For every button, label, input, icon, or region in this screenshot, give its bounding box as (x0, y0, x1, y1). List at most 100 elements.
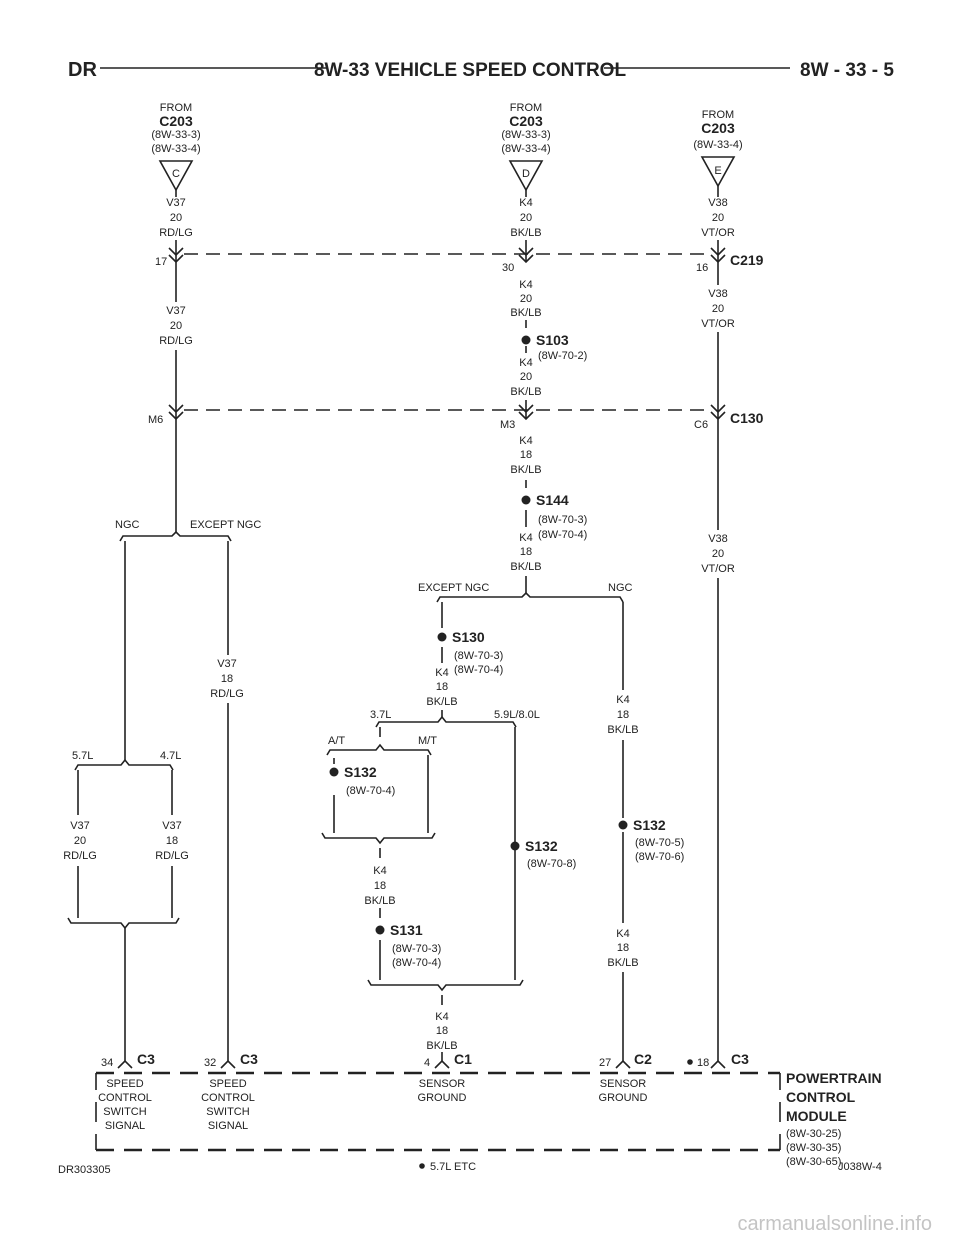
wire-code: K4 (519, 357, 532, 369)
branch-right-ngc: EXCEPT NGC NGC (418, 582, 633, 1062)
splice-dot (375, 925, 385, 935)
wire-color: RD/LG (159, 227, 193, 239)
branch-label: 5.9L/8.0L (494, 709, 540, 721)
wire-gauge: 18 (520, 449, 532, 461)
splice-dot (329, 767, 339, 777)
pin-function: SENSOR (419, 1078, 466, 1090)
wire-color: RD/LG (63, 850, 97, 862)
branch-label: 5.7L (72, 750, 93, 762)
pin-function: CONTROL (201, 1092, 255, 1104)
from-label: FROM (702, 109, 734, 121)
page-number: 8W - 33 - 5 (800, 60, 894, 81)
wire-gauge: 18 (617, 942, 629, 954)
connector-triangle (700, 156, 736, 188)
pin-label: C6 (694, 419, 708, 431)
splice-name: S131 (390, 922, 423, 938)
from-c203-e: FROM C203 (8W-33-4) E (693, 109, 743, 188)
wire-gauge: 20 (74, 835, 86, 847)
splice-ref: (8W-70-3) (392, 943, 441, 955)
wire-color: BK/LB (426, 1040, 457, 1052)
wire-code: V38 (708, 288, 728, 300)
splice-s131: S131 (8W-70-3) (8W-70-4) (375, 922, 441, 969)
wire-code: K4 (435, 667, 448, 679)
etc-dot (419, 1163, 425, 1169)
branch-label: NGC (608, 582, 633, 594)
wire-gauge: 20 (712, 548, 724, 560)
pcm-connector-pins: 34 C3 32 C3 4 C1 27 C2 18 C3 (101, 1051, 749, 1069)
splice-ref: (8W-70-4) (538, 529, 587, 541)
pin-connector: C2 (634, 1051, 652, 1067)
splice-name: S144 (536, 492, 569, 508)
wire-code: K4 (373, 865, 386, 877)
ref-2: (8W-33-4) (501, 143, 550, 155)
wire-code: V37 (166, 197, 186, 209)
branch-label: 3.7L (370, 709, 391, 721)
wire-color: BK/LB (607, 957, 638, 969)
pin-number: 32 (204, 1057, 216, 1069)
pin-label: M3 (500, 419, 515, 431)
wire-gauge: 20 (712, 212, 724, 224)
splice-name: S132 (525, 838, 558, 854)
splice-s130: S130 (8W-70-3) (8W-70-4) (437, 629, 503, 676)
from-label: FROM (160, 102, 192, 114)
connector-chevron (518, 404, 534, 421)
connector-name: C203 (509, 113, 543, 129)
pin-function: SENSOR (600, 1078, 647, 1090)
wire-color: BK/LB (364, 895, 395, 907)
wire-color: VT/OR (701, 563, 735, 575)
diagram-id: DR303305 (58, 1164, 111, 1176)
branch-bracket (436, 591, 624, 603)
splice-ref: (8W-70-4) (392, 957, 441, 969)
wire-code: V38 (708, 197, 728, 209)
splice-ref: (8W-70-6) (635, 851, 684, 863)
wire-color: RD/LG (210, 688, 244, 700)
splice-name: S130 (452, 629, 485, 645)
pin-number: 4 (424, 1057, 430, 1069)
merge-bracket (367, 979, 524, 992)
module-name-1: POWERTRAIN (786, 1070, 882, 1086)
ref-2: (8W-33-4) (151, 143, 200, 155)
pin-function: GROUND (418, 1092, 467, 1104)
pin-terminal (117, 1059, 133, 1069)
wire-code: K4 (616, 694, 629, 706)
wire-gauge: 20 (520, 212, 532, 224)
splice-ref: (8W-70-8) (527, 858, 576, 870)
footnote: 5.7L ETC (430, 1161, 476, 1173)
branch-label: NGC (115, 519, 140, 531)
wire-gauge: 20 (520, 293, 532, 305)
wire-color: VT/OR (701, 318, 735, 330)
module-name-2: CONTROL (786, 1089, 856, 1105)
wire-code: K4 (519, 532, 532, 544)
branch-bracket (74, 758, 174, 771)
wire-gauge: 20 (520, 371, 532, 383)
module-ref: (8W-30-25) (786, 1128, 841, 1140)
wire-color: BK/LB (510, 227, 541, 239)
wire-color: RD/LG (155, 850, 189, 862)
pin-terminal (710, 1059, 726, 1069)
pin-connector: C3 (240, 1051, 258, 1067)
wire-gauge: 20 (170, 320, 182, 332)
splice-s144: S144 (8W-70-3) (8W-70-4) (521, 492, 587, 541)
pin-connector: C3 (137, 1051, 155, 1067)
wire-color: RD/LG (159, 335, 193, 347)
wire-gauge: 18 (374, 880, 386, 892)
pin-function: SIGNAL (208, 1120, 248, 1132)
pin-connector: C3 (731, 1051, 749, 1067)
splice-ref: (8W-70-3) (454, 650, 503, 662)
pin-letter: C (172, 168, 180, 180)
pcm-box (95, 1071, 781, 1152)
splice-s103: S103 (8W-70-2) (521, 332, 587, 362)
wire-code: V37 (162, 820, 182, 832)
splice-dot (510, 841, 520, 851)
splice-ref: (8W-70-4) (454, 664, 503, 676)
wire-color: BK/LB (510, 307, 541, 319)
branch-bracket (326, 743, 432, 756)
pin-function: SPEED (106, 1078, 143, 1090)
pin-terminal (615, 1059, 631, 1069)
wire-gauge: 18 (221, 673, 233, 685)
pin-connector: C1 (454, 1051, 472, 1067)
connector-name: C203 (701, 120, 735, 136)
splice-name: S132 (633, 817, 666, 833)
pin-function: SPEED (209, 1078, 246, 1090)
wire-code: V38 (708, 533, 728, 545)
